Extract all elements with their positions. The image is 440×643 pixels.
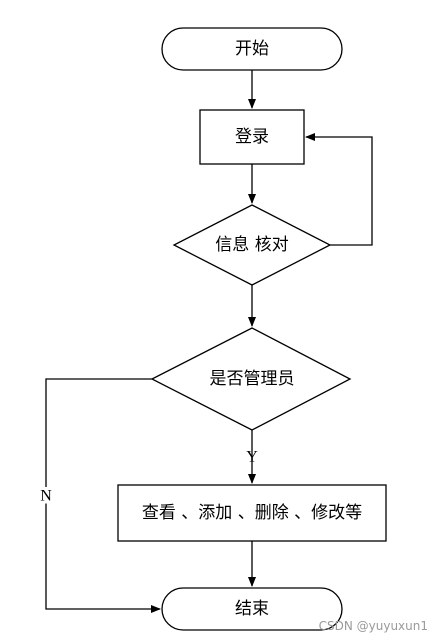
yes-branch-label: Y — [246, 449, 258, 466]
operations-label: 查看 、添加 、删除 、修改等 — [142, 503, 362, 523]
login-label: 登录 — [235, 127, 269, 147]
no-branch-label: N — [40, 488, 52, 505]
watermark-text: CSDN @yuyuxun1 — [318, 619, 428, 633]
admin-check-label: 是否管理员 — [210, 369, 295, 389]
end-terminator — [161, 587, 343, 631]
arrow-no-to-end — [45, 378, 161, 613]
arrow-verify-back-to-login — [305, 133, 373, 246]
end-label: 结束 — [235, 599, 269, 619]
login-process — [199, 109, 305, 165]
start-label: 开始 — [235, 39, 269, 59]
verify-label: 信息 核对 — [215, 235, 288, 255]
